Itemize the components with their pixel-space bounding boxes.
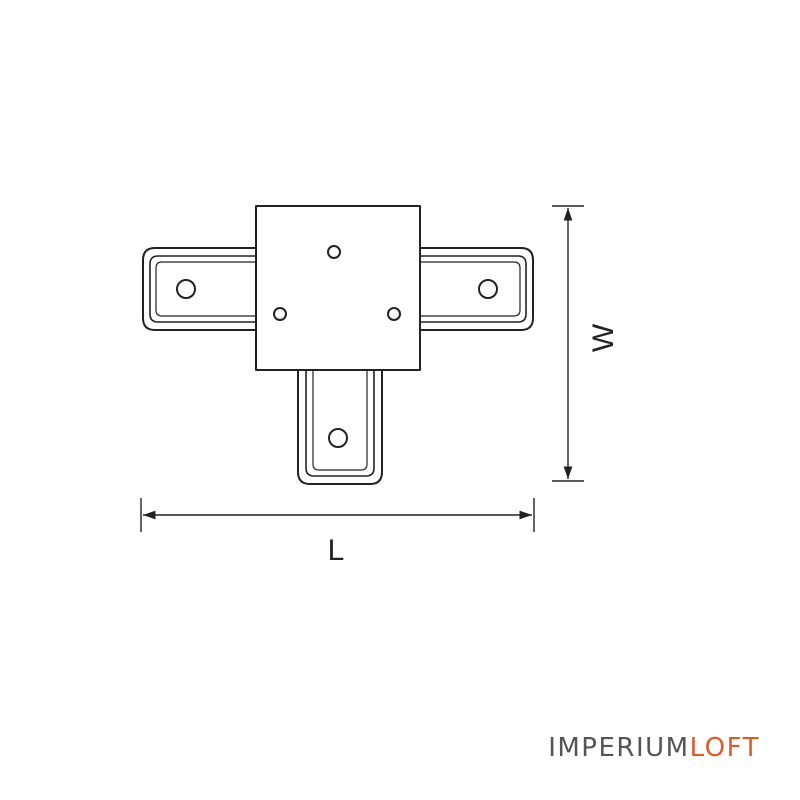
brand-logo-accent: LOFT — [689, 733, 760, 763]
bottom-arm — [297, 369, 383, 485]
left-arm-screw-hole — [176, 279, 196, 299]
length-dimension-label: L — [328, 534, 345, 567]
brand-logo-main: IMPERIUM — [548, 733, 690, 763]
bottom-arm-screw-hole — [328, 428, 348, 448]
center-hole-right — [387, 307, 401, 321]
width-dimension-label: W — [587, 323, 620, 352]
length-dimension — [140, 498, 535, 532]
center-block — [255, 205, 421, 371]
left-arm — [142, 247, 257, 331]
center-hole-top — [327, 245, 341, 259]
brand-logo: IMPERIUMLOFT — [548, 733, 760, 763]
right-arm-screw-hole — [478, 279, 498, 299]
width-dimension — [552, 205, 584, 482]
center-hole-left — [273, 307, 287, 321]
right-arm — [419, 247, 534, 331]
